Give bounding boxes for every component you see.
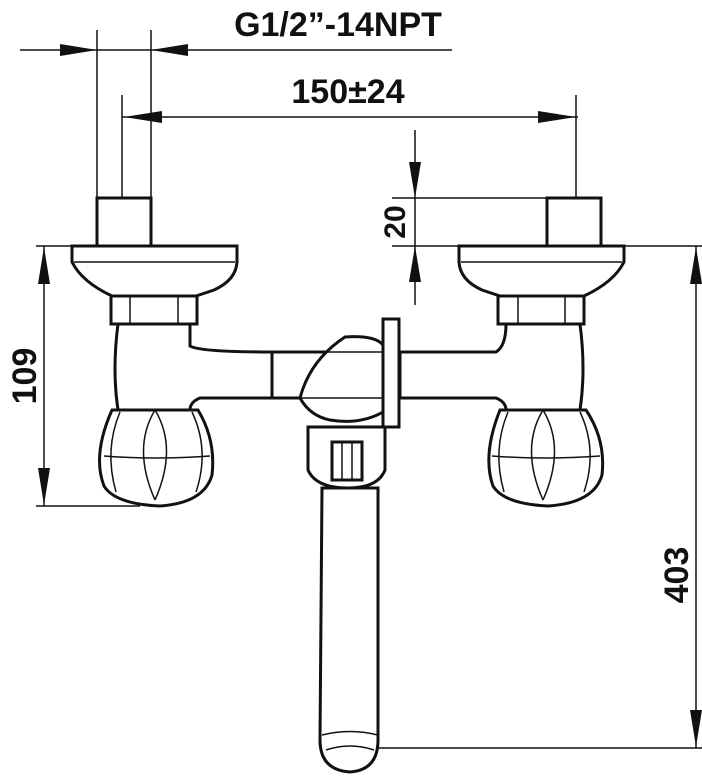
left-handle (98, 408, 215, 508)
left-inlet (70, 196, 239, 326)
overall-height-dimension-label: 403 (658, 547, 696, 604)
spout-tube (318, 486, 380, 774)
mixer-body (113, 317, 585, 429)
extension-lines (96, 30, 577, 270)
left-threaded-nipple (95, 196, 153, 248)
handle-height-dimension: 109 (6, 245, 140, 507)
right-escutcheon-flange (457, 244, 626, 298)
spout (306, 425, 387, 774)
spout-aerator-grip (330, 440, 364, 482)
right-inlet (457, 196, 626, 326)
handle-height-dimension-label: 109 (6, 348, 44, 405)
left-hex-nut (109, 294, 199, 326)
thread-dimension: G1/2”-14NPT (20, 6, 452, 56)
right-handle (487, 408, 605, 508)
nut-height-dimension: 20 (379, 130, 548, 305)
right-body-column (398, 322, 585, 412)
right-hex-nut (496, 294, 586, 326)
right-threaded-nipple (545, 196, 603, 248)
spacing-dimension: 150±24 (122, 73, 578, 123)
left-escutcheon-flange (70, 244, 239, 298)
center-hub (298, 335, 385, 423)
thread-dimension-label: G1/2”-14NPT (234, 6, 442, 44)
left-body-column (113, 322, 274, 412)
spacing-dimension-label: 150±24 (291, 73, 404, 111)
diverter-lever (381, 317, 401, 429)
nut-height-dimension-label: 20 (379, 205, 412, 238)
overall-height-dimension: 403 (352, 245, 702, 749)
